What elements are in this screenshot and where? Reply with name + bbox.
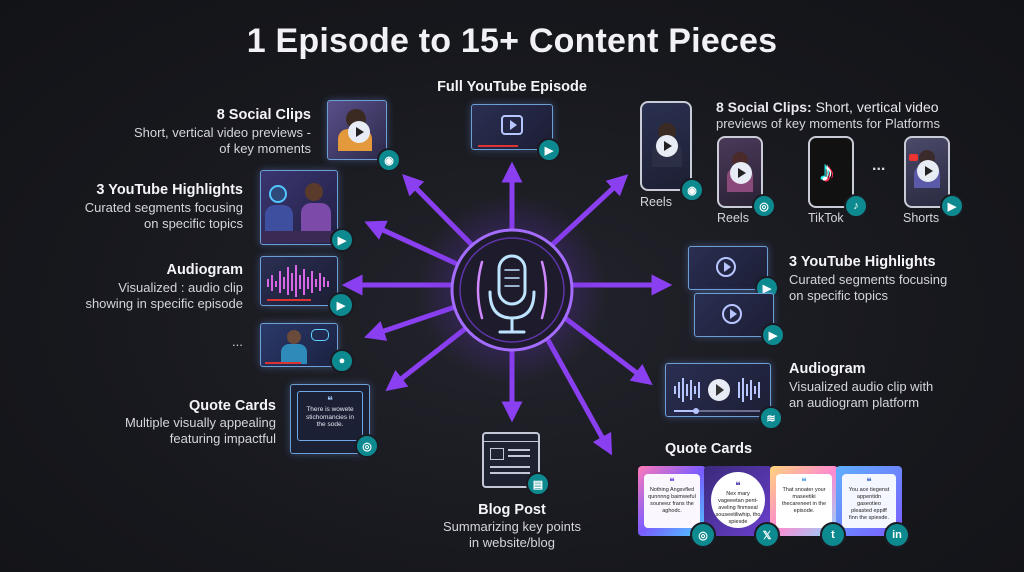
right-highlight-thumbnail-2[interactable]: [694, 293, 774, 337]
right-audiogram-heading: Audiogram: [789, 361, 866, 377]
platform-label-2: Reels: [717, 211, 749, 225]
youtube-badge-icon: ▶: [330, 228, 354, 252]
quote-card-2-text: Nex mary vageeetan pent-aveling finmseal…: [715, 491, 761, 525]
right-quote-heading: Quote Cards: [665, 441, 753, 457]
instagram-icon: ◎: [690, 522, 716, 548]
phone-reels-large[interactable]: [640, 101, 692, 191]
left-social-heading: 8 Social Clips: [216, 107, 311, 123]
platform-label-1: Reels: [640, 195, 672, 209]
blog-post-icon[interactable]: [482, 432, 540, 488]
platform-label-3: TikTok: [808, 211, 844, 225]
left-highlights-thumbnail[interactable]: [260, 170, 338, 245]
blog-post-line2: in website/blog: [469, 535, 555, 550]
shorts-icon: ▶: [940, 194, 964, 218]
quote-card-4[interactable]: ❝ You ace tiegenst appentidn gaseotieo p…: [842, 474, 896, 528]
instagram-icon: ◎: [355, 434, 379, 458]
left-quote-heading: Quote Cards: [188, 398, 276, 414]
right-social-heading-rest: Short, vertical video: [811, 99, 939, 115]
left-quote-line1: Multiple visually appealing: [124, 415, 276, 430]
play-badge-icon: ▶: [328, 292, 354, 318]
reels-badge-icon: ◉: [680, 178, 704, 202]
right-audiogram-line2: an audiogram platform: [789, 395, 920, 410]
left-more-thumbnail[interactable]: [260, 323, 338, 367]
right-social-header: 8 Social Clips: Short, vertical video: [716, 99, 1016, 116]
page-title: 1 Episode to 15+ Content Pieces: [246, 22, 778, 60]
quote-card-1-text: Nothing Angsvfled qunnnng baimweful soun…: [648, 487, 696, 514]
full-episode-heading: Full YouTube Episode: [437, 79, 587, 95]
right-highlights-heading: 3 YouTube Highlights: [789, 254, 936, 270]
quote-cards-strip: ❝ Nothing Angsvfled qunnnng baimweful so…: [638, 466, 902, 538]
left-audiogram-line1: Visualized : audio clip: [118, 280, 243, 295]
right-highlights-line2: on specific topics: [789, 288, 888, 303]
microphone-icon: [476, 254, 548, 334]
left-highlights-line1: Curated segments focusing: [84, 200, 243, 215]
left-social-line1: Short, vertical video previews -: [133, 125, 311, 140]
play-icon: [501, 115, 523, 135]
right-social-line2: previews of key moments for Platforms: [716, 116, 940, 131]
instagram-icon: ◎: [752, 194, 776, 218]
twitter-icon: t: [820, 522, 846, 548]
left-social-line2: of key moments: [219, 141, 311, 156]
quote-card-1[interactable]: ❝ Nothing Angsvfled qunnnng baimweful so…: [644, 474, 700, 528]
phone-shorts[interactable]: [904, 136, 950, 208]
left-quote-line2: featuring impactful: [169, 431, 276, 446]
quote-card-3-text: That snoater your maseetiki thecareneet …: [781, 487, 827, 514]
right-audiogram-thumbnail[interactable]: [665, 363, 771, 417]
youtube-badge-icon: ▶: [761, 323, 785, 347]
quote-card-3[interactable]: ❝ That snoater your maseetiki thecarenee…: [776, 474, 832, 528]
left-more-ellipsis: ...: [232, 334, 243, 349]
reels-badge-icon: ◉: [377, 148, 401, 172]
left-highlights-line2: on specific topics: [144, 216, 243, 231]
quote-card-2[interactable]: ❝ Nex mary vageeetan pent-aveling finmse…: [711, 472, 765, 528]
apple-podcasts-icon: ●: [330, 349, 354, 373]
phone-tiktok[interactable]: ♪: [808, 136, 854, 208]
quote-mark-icon: ❝: [327, 395, 333, 407]
left-audiogram-thumbnail[interactable]: [260, 256, 338, 306]
blog-post-heading: Blog Post: [478, 502, 546, 518]
spotify-icon: ≋: [759, 406, 783, 430]
left-quote-card-text: There is wowete stichomancies in the sod…: [305, 406, 355, 428]
tiktok-icon: ♪: [844, 194, 868, 218]
right-social-heading: 8 Social Clips:: [716, 99, 812, 115]
tiktok-logo-icon: ♪: [820, 156, 834, 187]
right-highlight-thumbnail-1[interactable]: [688, 246, 768, 290]
right-highlights-line1: Curated segments focusing: [789, 272, 948, 287]
blog-post-line1: Summarizing key points: [443, 519, 581, 534]
waveform-icon: [267, 265, 329, 301]
quote-card-4-text: You ace tiegenst appentidn gaseotieo ple…: [848, 487, 890, 521]
left-audiogram-heading: Audiogram: [166, 262, 243, 278]
left-social-thumbnail[interactable]: [327, 100, 387, 160]
x-icon: 𝕏: [754, 522, 780, 548]
linkedin-icon: in: [884, 522, 910, 548]
youtube-badge-icon: ▶: [537, 138, 561, 162]
platform-label-4: Shorts: [903, 211, 940, 225]
left-audiogram-line2: showing in specific episode: [85, 296, 243, 311]
right-social-ellipsis: ...: [872, 157, 886, 174]
left-highlights-heading: 3 YouTube Highlights: [96, 182, 243, 198]
right-audiogram-line1: Visualized audio clip with: [789, 379, 934, 394]
waveform-icon: [674, 378, 760, 414]
hub-circle: [450, 228, 574, 352]
web-badge-icon: ▤: [526, 472, 550, 496]
